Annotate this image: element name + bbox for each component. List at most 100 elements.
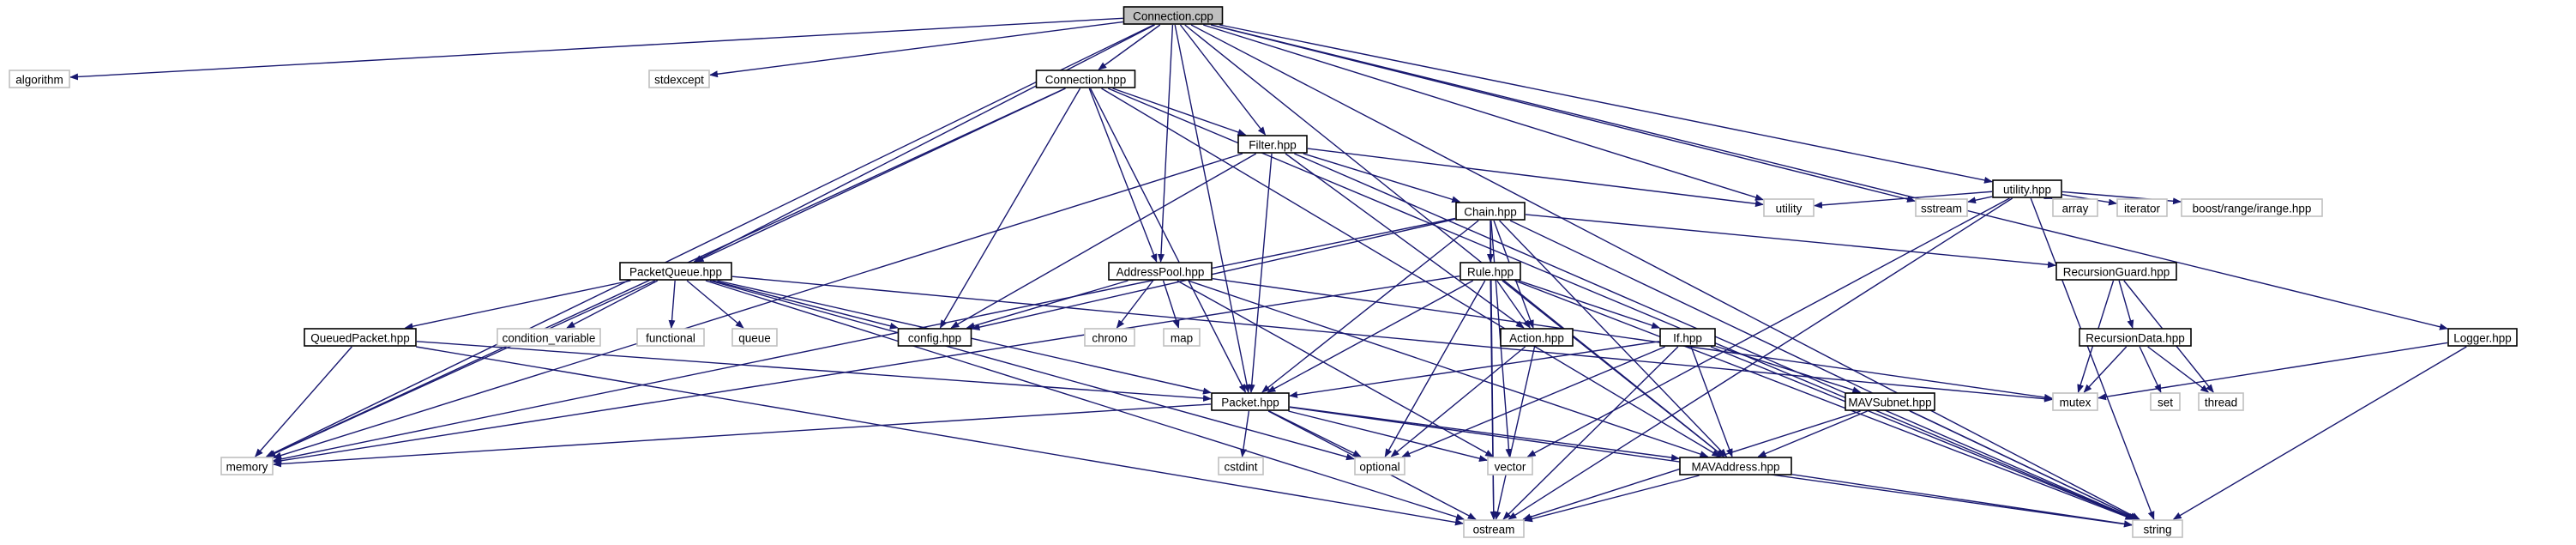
- node-label: Filter.hpp: [1249, 139, 1297, 152]
- edge-connection_hpp-to-addresspool_hpp: [1088, 88, 1158, 263]
- edge-addresspool_hpp-to-mavaddress_hpp: [1188, 280, 1709, 457]
- node-mavsubnet-hpp[interactable]: MAVSubnet.hpp: [1845, 392, 1935, 411]
- edge-connection_cpp-to-utility: [1203, 24, 1764, 201]
- node-box: [1463, 519, 1525, 538]
- node-label: chrono: [1092, 332, 1127, 345]
- edge-mavaddress_hpp-to-string: [1791, 474, 2133, 528]
- node-box: [1659, 328, 1716, 347]
- node-packetqueue-hpp[interactable]: PacketQueue.hpp: [619, 262, 732, 281]
- edge-queuedpacket_hpp-to-ostream: [416, 346, 1464, 526]
- node-box: [2052, 392, 2098, 411]
- node-irange: boost/range/irange.hpp: [2181, 198, 2323, 217]
- node-connection-hpp[interactable]: Connection.hpp: [1035, 70, 1136, 88]
- edge-packet_hpp-to-cstdint: [1239, 410, 1250, 457]
- edge-if_hpp-to-string: [1710, 346, 2135, 520]
- node-queuedpacket-hpp[interactable]: QueuedPacket.hpp: [304, 328, 417, 347]
- edge-packetqueue_hpp-to-config_hpp: [712, 280, 899, 330]
- node-label: utility.hpp: [2003, 184, 2051, 197]
- node-box: [1237, 135, 1308, 154]
- node-box: [897, 328, 972, 347]
- edge-mavsubnet_hpp-to-mavaddress_hpp: [1757, 410, 1868, 457]
- node-box: [2079, 328, 2192, 347]
- edge-if_hpp-to-ostream: [1502, 346, 1679, 520]
- edge-connection_cpp-to-string: [1190, 24, 2140, 520]
- edge-packetqueue_hpp-to-queue: [686, 280, 744, 329]
- node-label: ostream: [1473, 524, 1515, 536]
- edge-if_hpp-to-packet_hpp: [1289, 341, 1660, 398]
- edge-packetqueue_hpp-to-queuedpacket_hpp: [404, 280, 631, 330]
- node-recursiondata-hpp[interactable]: RecursionData.hpp: [2079, 328, 2192, 347]
- edge-connection_cpp-to-stdexcept: [709, 21, 1123, 78]
- node-box: [497, 328, 601, 347]
- edge-rule_hpp-to-packet_hpp: [1267, 280, 1474, 393]
- node-logger-hpp[interactable]: Logger.hpp: [2447, 328, 2518, 347]
- node-string: string: [2132, 519, 2183, 538]
- node-rule-hpp[interactable]: Rule.hpp: [1460, 262, 1521, 281]
- node-label: Logger.hpp: [2453, 332, 2512, 345]
- edge-action_hpp-to-ostream: [1494, 346, 1536, 520]
- node-label: sstream: [1921, 203, 1962, 215]
- node-recursionguard-hpp[interactable]: RecursionGuard.hpp: [2055, 262, 2177, 281]
- edge-packet_hpp-to-vector: [1288, 410, 1488, 463]
- node-box: [1122, 6, 1224, 25]
- node-utility-hpp[interactable]: utility.hpp: [1992, 179, 2062, 198]
- edge-rule_hpp-to-ostream: [1490, 280, 1497, 520]
- node-label: algorithm: [15, 74, 63, 87]
- node-map: map: [1163, 328, 1201, 347]
- edge-filter_hpp-to-chain_hpp: [1303, 153, 1461, 203]
- edge-queuedpacket_hpp-to-memory: [255, 346, 352, 457]
- edge-connection_cpp-to-packetqueue_hpp: [693, 24, 1155, 263]
- node-if-hpp[interactable]: If.hpp: [1659, 328, 1716, 347]
- node-box: [1084, 328, 1135, 347]
- node-mavaddress-hpp[interactable]: MAVAddress.hpp: [1679, 457, 1792, 475]
- edge-connection_cpp-to-algorithm: [69, 17, 1123, 81]
- node-label: thread: [2205, 397, 2237, 409]
- edge-connection_cpp-to-memory: [265, 24, 1154, 457]
- node-memory: memory: [220, 457, 274, 475]
- node-packet-hpp[interactable]: Packet.hpp: [1211, 392, 1290, 411]
- edge-connection_cpp-to-addresspool_hpp: [1158, 24, 1174, 263]
- node-box: [1108, 262, 1213, 281]
- node-optional: optional: [1354, 457, 1405, 475]
- node-label: string: [2143, 524, 2171, 536]
- edge-connection_cpp-to-sstream: [1210, 24, 1916, 203]
- node-chain-hpp[interactable]: Chain.hpp: [1455, 202, 1526, 221]
- node-label: condition_variable: [503, 332, 596, 345]
- node-box: [1035, 70, 1136, 88]
- node-box: [2198, 392, 2244, 411]
- node-functional: functional: [636, 328, 705, 347]
- edge-addresspool_hpp-to-chrono: [1116, 280, 1154, 329]
- node-label: set: [2158, 397, 2173, 409]
- edge-if_hpp-to-optional: [1401, 346, 1665, 457]
- node-label: Connection.hpp: [1045, 74, 1127, 87]
- edge-recursiondata_hpp-to-mutex: [2083, 346, 2128, 393]
- node-label: stdexcept: [654, 74, 704, 87]
- node-label: AddressPool.hpp: [1116, 266, 1205, 279]
- node-config-hpp[interactable]: config.hpp: [897, 328, 972, 347]
- node-label: optional: [1359, 461, 1399, 474]
- node-filter-hpp[interactable]: Filter.hpp: [1237, 135, 1308, 154]
- edge-utility_hpp-to-sstream: [1967, 196, 1993, 204]
- node-label: Chain.hpp: [1464, 206, 1517, 219]
- node-box: [1354, 457, 1405, 475]
- edge-rule_hpp-to-optional: [1384, 280, 1486, 457]
- edge-connection_hpp-to-config_hpp: [939, 88, 1081, 329]
- node-label: memory: [226, 461, 268, 474]
- node-action-hpp[interactable]: Action.hpp: [1500, 328, 1574, 347]
- node-label: MAVAddress.hpp: [1691, 461, 1779, 474]
- node-label: Action.hpp: [1509, 332, 1564, 345]
- edge-chain_hpp-to-packet_hpp: [1261, 220, 1479, 393]
- edge-chain_hpp-to-config_hpp: [971, 218, 1456, 331]
- node-sstream: sstream: [1915, 198, 1968, 217]
- node-addresspool-hpp[interactable]: AddressPool.hpp: [1108, 262, 1213, 281]
- node-box: [1992, 179, 2062, 198]
- node-box: [2116, 198, 2168, 217]
- node-box: [1460, 262, 1521, 281]
- nodes-layer: Connection.cpp algorithm stdexcept Connecti…: [9, 6, 2518, 538]
- node-label: Connection.cpp: [1133, 10, 1213, 23]
- node-connection-cpp[interactable]: Connection.cpp: [1122, 6, 1224, 25]
- node-box: [220, 457, 274, 475]
- edge-rule_hpp-to-if_hpp: [1518, 280, 1661, 329]
- node-box: [2132, 519, 2183, 538]
